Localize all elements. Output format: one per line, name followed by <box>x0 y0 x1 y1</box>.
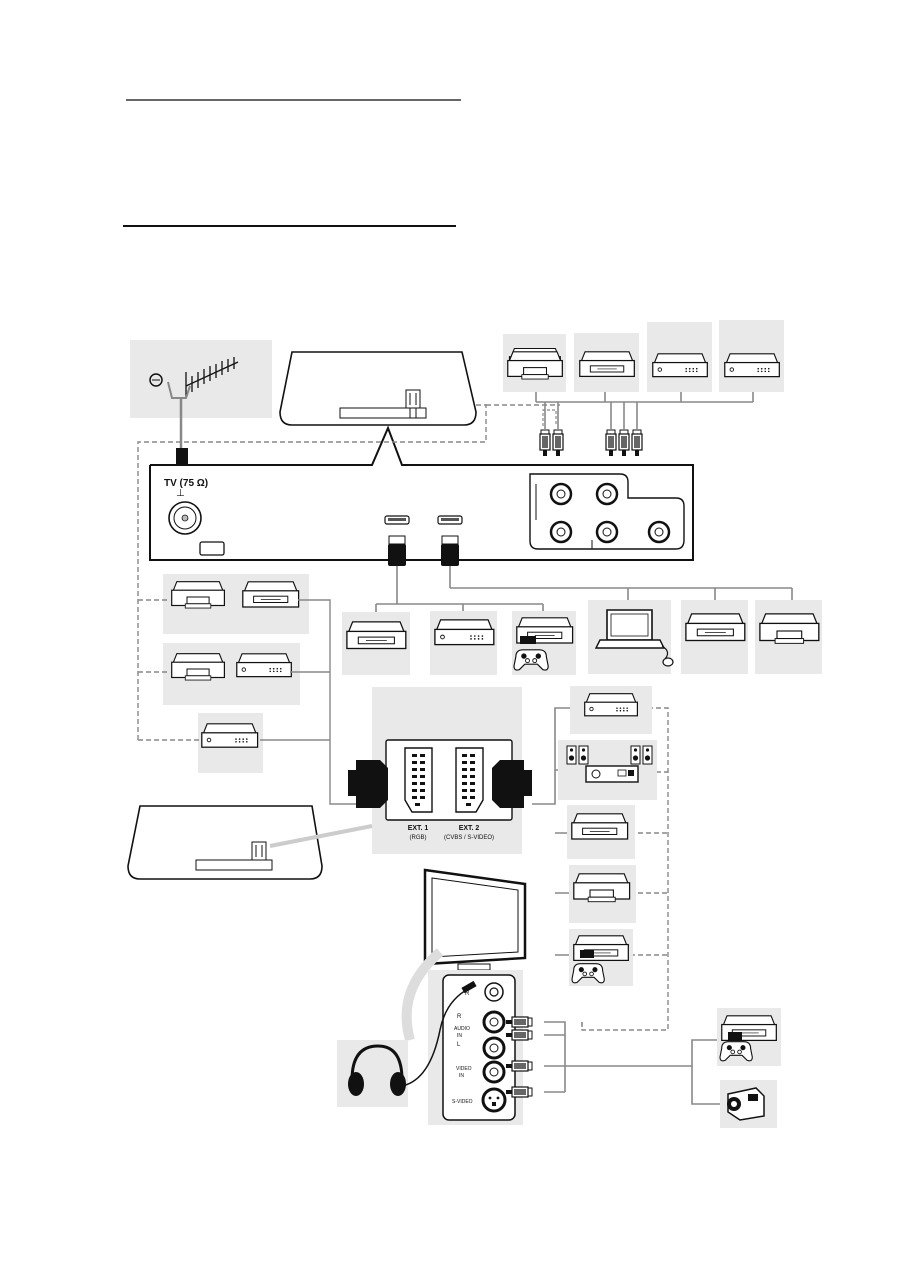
speaker-icon <box>566 745 653 765</box>
dvd-player-icon <box>579 351 635 378</box>
rca-jacks[interactable] <box>549 482 671 544</box>
set-top-box-icon <box>434 619 495 646</box>
ext1-label: EXT. 1 <box>408 825 429 832</box>
dvd-recorder-icon <box>759 613 820 645</box>
dvd-recorder-icon <box>507 351 563 380</box>
side-av-panel: R R AUDIO IN L VIDEO IN S-VIDEO <box>428 970 523 1125</box>
rca-plug-icon <box>539 429 643 457</box>
scart-plug-icon <box>348 760 532 808</box>
ext2-sub-label: (CVBS / S-VIDEO) <box>444 835 494 841</box>
set-top-box-icon <box>201 723 259 748</box>
small-socket[interactable] <box>199 541 225 556</box>
coax-plug-icon <box>176 448 188 466</box>
dvd-player-icon <box>571 813 629 840</box>
satellite-dish-icon <box>149 373 163 387</box>
laptop-icon <box>594 609 674 667</box>
headphones-icon <box>348 980 477 1096</box>
svideo-socket[interactable] <box>481 1087 507 1113</box>
set-top-box-icon <box>652 353 708 378</box>
svideo-label: S-VIDEO <box>452 1099 473 1105</box>
tv-rear-bottom <box>127 805 373 880</box>
scart-socket-ext2[interactable] <box>455 747 484 813</box>
ext1-sub-label: (RGB) <box>410 835 427 841</box>
audio-label: AUDIO <box>454 1026 470 1032</box>
flat-tv-icon <box>401 868 527 1042</box>
camcorder-icon <box>727 1087 765 1121</box>
audio-l-label: L <box>457 1042 461 1048</box>
rear-connection-panel: TV (75 Ω) ⊥ <box>149 425 694 561</box>
audio-r-label: R <box>457 1014 462 1020</box>
dvd-recorder-icon <box>171 653 225 681</box>
set-top-box-icon <box>236 653 292 678</box>
antenna-symbol: ⊥ <box>176 488 185 499</box>
video-label: VIDEO <box>456 1066 472 1072</box>
set-top-box-icon <box>724 353 780 378</box>
tv-rear-top <box>279 351 477 426</box>
hdmi-plug-icon <box>388 535 459 566</box>
antenna-input-label: TV (75 Ω) <box>164 478 208 489</box>
audio-in-label: IN <box>457 1033 462 1039</box>
scart-socket-ext1[interactable] <box>404 747 433 813</box>
antenna-icon <box>185 357 239 398</box>
dvd-player-icon <box>685 613 746 642</box>
dvd-recorder-icon <box>573 873 631 903</box>
ext2-label: EXT. 2 <box>459 825 480 832</box>
set-top-box-icon <box>584 693 638 717</box>
headphone-socket-mark: R <box>465 991 470 997</box>
amplifier-icon <box>585 765 639 783</box>
dvd-player-icon <box>346 621 407 650</box>
dvd-recorder-icon <box>171 581 225 609</box>
dvd-player-icon <box>242 581 300 608</box>
antenna-tile <box>130 340 272 450</box>
video-in-label: IN <box>459 1073 464 1079</box>
